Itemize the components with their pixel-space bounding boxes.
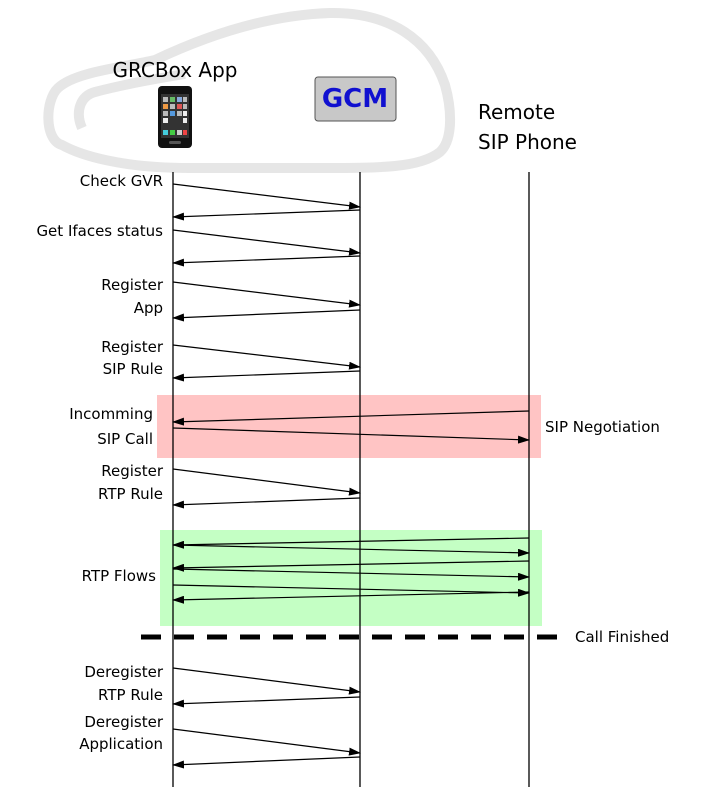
sip-negotiation-region (157, 395, 541, 458)
gcm-label: GCM (322, 84, 388, 114)
rtp-flow-arrow (172, 591, 530, 604)
sip-negotiation-label: SIP Negotiation (545, 418, 660, 436)
deregister-rtp-rule-response-arrow (172, 696, 361, 708)
rtp-flow-arrow (172, 560, 530, 572)
get-ifaces-response-arrow (172, 255, 361, 267)
step-label-incoming-sip-call: Incomming (69, 405, 153, 423)
check-gvr-request-arrow (172, 183, 361, 210)
register-rtp-rule-request-arrow (172, 468, 361, 496)
car-outline-icon (43, 7, 456, 173)
step-label-deregister-application: Deregister (84, 713, 163, 731)
step-label-register-app: App (134, 299, 163, 317)
step-label-deregister-rtp-rule: Deregister (84, 663, 163, 681)
register-rtp-rule-response-arrow (172, 497, 361, 509)
smartphone-icon (158, 86, 192, 148)
register-sip-rule-response-arrow (172, 370, 361, 382)
check-gvr-response-arrow (172, 209, 361, 221)
register-app-request-arrow (172, 281, 361, 308)
step-label-register-app: Register (101, 276, 164, 294)
deregister-app-request-arrow (172, 728, 361, 756)
call-finished-label: Call Finished (575, 628, 669, 646)
gcm-logo-icon: GCM (314, 76, 397, 122)
deregister-app-response-arrow (172, 756, 361, 769)
remote-participant-label-line1: Remote (478, 100, 555, 124)
step-label-register-sip-rule: Register (101, 338, 164, 356)
get-ifaces-request-arrow (172, 229, 361, 256)
rtp-flow-arrow (172, 537, 530, 549)
remote-participant-label-line2: SIP Phone (478, 130, 577, 154)
step-label-deregister-application: Application (79, 735, 163, 753)
step-label-check-gvr: Check GVR (80, 172, 163, 190)
step-label-register-sip-rule: SIP Rule (103, 360, 163, 378)
step-label-register-rtp-rule: Register (101, 462, 164, 480)
deregister-rtp-rule-request-arrow (172, 667, 361, 695)
step-label-rtp-flows: RTP Flows (82, 567, 157, 585)
sip-reply-arrow (172, 427, 530, 444)
rtp-flow-arrow (172, 584, 530, 597)
rtp-flow-arrow (172, 568, 530, 581)
register-app-response-arrow (172, 309, 361, 322)
step-label-get-ifaces: Get Ifaces status (36, 222, 163, 240)
rtp-flow-arrow (172, 544, 530, 557)
step-label-incoming-sip-call: SIP Call (97, 430, 153, 448)
step-label-deregister-rtp-rule: RTP Rule (98, 686, 163, 704)
register-sip-rule-request-arrow (172, 344, 361, 370)
step-label-register-rtp-rule: RTP Rule (98, 485, 163, 503)
app-participant-label: GRCBox App (113, 58, 238, 82)
sip-invite-arrow (172, 410, 530, 426)
